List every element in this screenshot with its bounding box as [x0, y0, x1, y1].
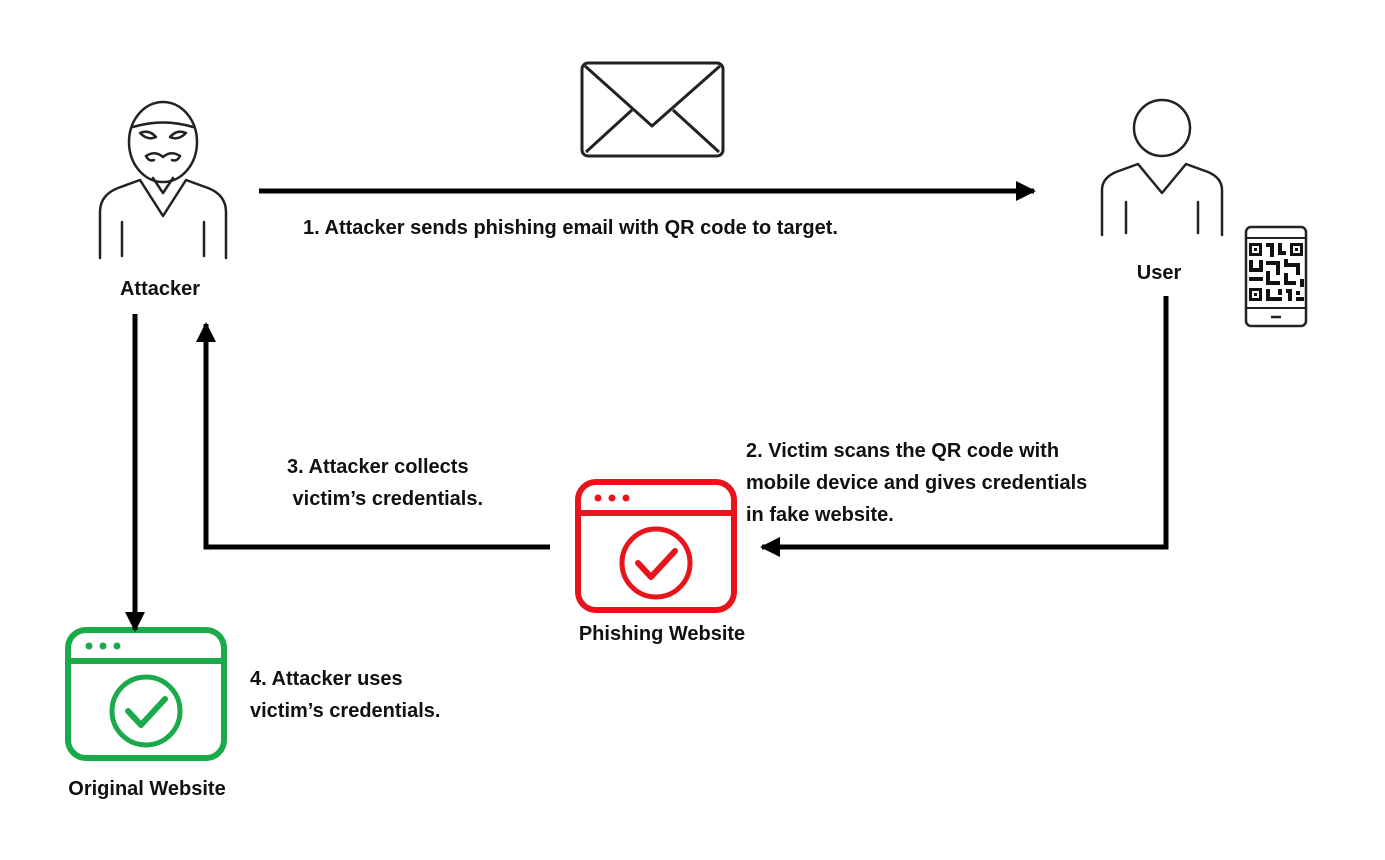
step1-text: 1. Attacker sends phishing email with QR…: [303, 217, 838, 239]
arrow-step2: [760, 296, 1169, 557]
step3-text: 3. Attacker collects victim’s credential…: [287, 456, 484, 510]
step4-text: 4. Attacker uses victim’s credentials.: [250, 668, 441, 722]
arrow-step3: [196, 322, 550, 550]
original-browser-check-icon: [65, 627, 227, 761]
envelope-icon: [580, 61, 725, 158]
phone-qr-icon: [1244, 225, 1308, 328]
phishing-browser-check-icon: [575, 479, 737, 613]
original-website-label: Original Website: [68, 778, 226, 800]
step2-text: 2. Victim scans the QR code with mobile …: [746, 440, 1088, 526]
person-icon: [1100, 98, 1224, 237]
user-label: User: [1136, 262, 1182, 284]
attacker-label: Attacker: [119, 278, 201, 300]
phishing-website-label: Phishing Website: [578, 623, 746, 645]
masked-person-icon: [98, 100, 228, 260]
